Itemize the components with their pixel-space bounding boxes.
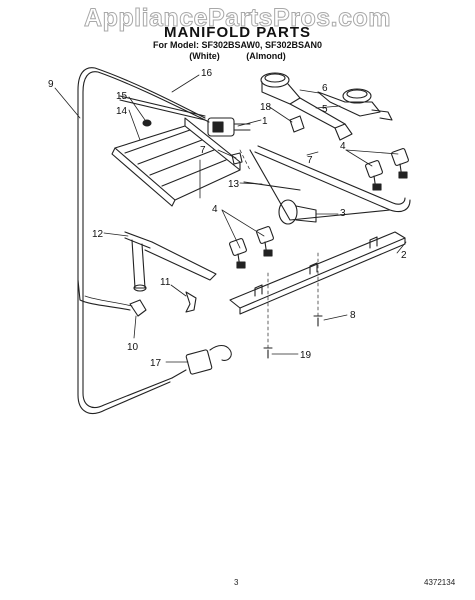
model-numbers: For Model: SF302BSAW0, SF302BSAN0 [152, 40, 323, 50]
callout-2: 2 [401, 250, 407, 261]
gas-tube-lower [77, 279, 131, 311]
clip [185, 291, 197, 313]
callout-labels: 1 2 3 4 4 5 6 7 7 8 9 10 11 12 13 14 15 … [48, 68, 407, 369]
callout-14: 14 [116, 106, 128, 117]
spark-module [171, 344, 232, 379]
callout-16: 16 [201, 68, 213, 79]
callout-7-left: 7 [200, 145, 206, 156]
variant-almond: (Almond) [246, 51, 286, 61]
burner-assembly-6 [260, 72, 353, 141]
valve-right-1 [365, 160, 383, 191]
color-variants: (White) (Almond) [0, 51, 475, 61]
callout-18: 18 [260, 102, 272, 113]
heat-shield [111, 117, 241, 207]
callout-13: 13 [228, 179, 240, 190]
gas-tube-outer [77, 67, 210, 414]
leader-lines [54, 74, 407, 363]
callout-11: 11 [160, 277, 171, 288]
callout-12: 12 [92, 229, 104, 240]
burner-assembly-5 [317, 88, 393, 121]
valve-left-1 [229, 238, 247, 269]
regulator [278, 199, 317, 225]
callout-19: 19 [300, 350, 312, 361]
bracket [289, 115, 305, 133]
manifold-bracket [229, 231, 406, 315]
callout-9: 9 [48, 79, 54, 90]
variant-white: (White) [189, 51, 220, 61]
valve-right-2 [391, 148, 409, 179]
callout-6: 6 [322, 83, 328, 94]
valve-left-2 [256, 226, 274, 257]
rear-gas-line [119, 95, 206, 117]
callout-8: 8 [350, 310, 356, 321]
manifold-pipe [249, 145, 411, 221]
diagram-title: MANIFOLD PARTS [163, 24, 312, 41]
screw-19 [263, 347, 273, 359]
callout-1: 1 [262, 116, 268, 127]
callout-5: 5 [322, 104, 328, 115]
callout-4-right: 4 [340, 141, 346, 152]
callout-7-right: 7 [307, 155, 313, 166]
document-number: 4372134 [424, 578, 456, 587]
orifice-cap [142, 119, 152, 127]
alignment-lines [239, 149, 319, 349]
main-valve [207, 117, 251, 137]
callout-15: 15 [116, 91, 128, 102]
callout-3: 3 [340, 208, 346, 219]
screw-8 [313, 315, 323, 327]
page-number: 3 [234, 578, 239, 587]
callout-10: 10 [127, 342, 139, 353]
callout-4-left: 4 [212, 204, 218, 215]
orifice-left [231, 152, 243, 165]
burner-tube [124, 231, 217, 292]
callout-17: 17 [150, 358, 162, 369]
fitting [129, 299, 147, 317]
